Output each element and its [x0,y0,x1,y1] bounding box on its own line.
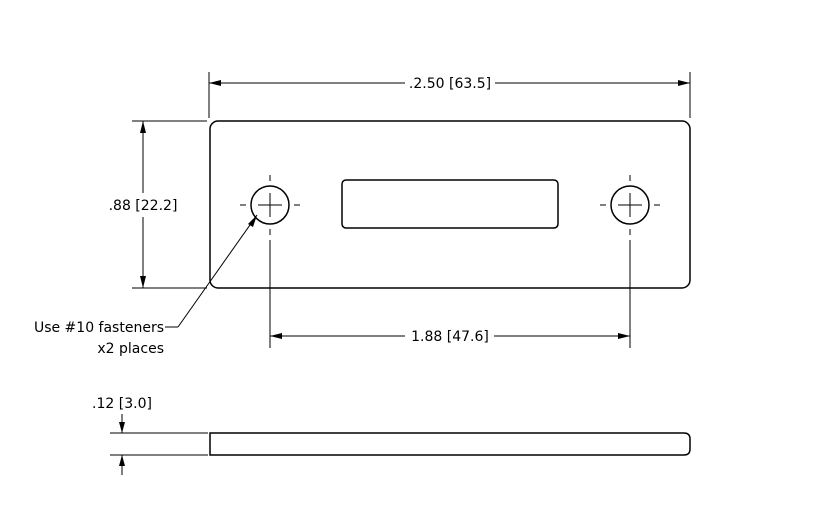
plate-outline [209,120,691,289]
thickness-label: .12 [3.0] [92,396,152,412]
hole-spacing-label: 1.88 [47.6] [411,329,489,345]
plate-side-profile [209,432,691,456]
height-label: .88 [22.2] [109,198,178,214]
fastener-leader [165,214,258,328]
fastener-note-line1: Use #10 fasteners [34,320,164,336]
overall-width-dimension: .2.50 [63.5] [208,72,691,118]
height-dimension: .88 [22.2] [109,120,207,289]
thickness-dimension: .12 [3.0] [92,396,208,475]
hole-spacing-dimension: 1.88 [47.6] [269,240,631,348]
right-hole [600,175,660,235]
left-hole [240,175,300,235]
fastener-note-line2: x2 places [97,341,164,357]
overall-width-label: .2.50 [63.5] [409,76,491,92]
center-slot [341,179,559,229]
